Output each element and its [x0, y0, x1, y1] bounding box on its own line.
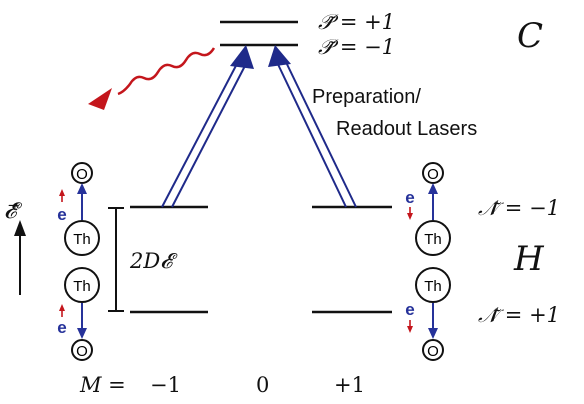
label-lasers-line2: Readout Lasers — [336, 118, 477, 140]
molecule-left: O Th e Th O e — [57, 162, 100, 361]
molecule-right: O Th e Th O e — [405, 162, 451, 361]
electron: e — [57, 205, 66, 224]
label-h-state: H — [513, 239, 545, 279]
thorium-atom: Th — [424, 278, 442, 295]
thorium-atom: Th — [424, 231, 442, 248]
label-p-plus: 𝒫̃ = +1 — [318, 10, 395, 34]
stark-bracket — [108, 207, 124, 312]
oxygen-atom: O — [427, 343, 439, 360]
wavy-arrow-icon — [88, 47, 216, 110]
label-stark-split: 2D𝓔 — [129, 249, 178, 273]
arrow-up-icon — [14, 220, 26, 295]
oxygen-atom: O — [427, 166, 439, 183]
laser-arrow-right — [268, 45, 357, 208]
label-field-symbol: 𝓔⃗ — [4, 199, 23, 224]
label-lasers-line1: Preparation/ — [312, 86, 421, 108]
label-m-plus-one: +1 — [334, 373, 365, 397]
label-m-axis: M = — [79, 373, 126, 397]
electron: e — [57, 318, 66, 337]
label-n-plus: 𝒩̃ = +1 — [478, 303, 560, 327]
electron: e — [405, 300, 414, 319]
thorium-atom: Th — [73, 278, 91, 295]
label-m-minus-one: −1 — [150, 373, 181, 397]
thorium-atom: Th — [73, 231, 91, 248]
oxygen-atom: O — [76, 166, 88, 183]
label-n-minus: 𝒩̃ = −1 — [478, 196, 560, 220]
oxygen-atom: O — [76, 343, 88, 360]
laser-arrow-left — [161, 45, 254, 208]
label-m-zero: 0 — [256, 373, 269, 397]
electron: e — [405, 188, 414, 207]
label-c-state: C — [517, 16, 543, 56]
label-p-minus: 𝒫̃ = −1 — [318, 35, 395, 59]
